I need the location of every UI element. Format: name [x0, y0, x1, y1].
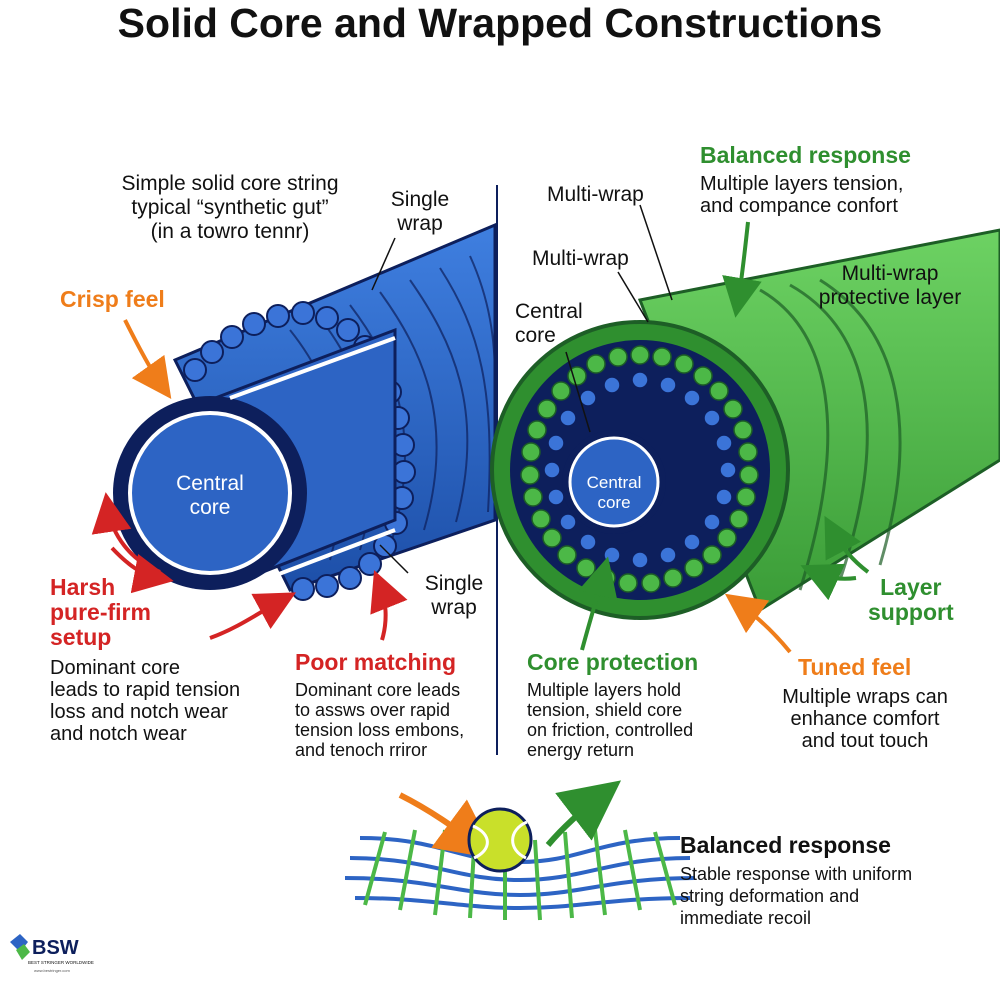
wrap-stripes [289, 255, 496, 561]
balanced-response-description: Multiple layers tension, and compance co… [700, 173, 904, 217]
bsw-logo-mark: BSW BEST STRINGER WORLDWIDE www.bestring… [10, 934, 94, 973]
layer-support-arrow-up [824, 515, 870, 574]
poor-matching-arrow [370, 570, 408, 641]
poor-matching-description: Dominant core leads to assws over rapid … [295, 680, 465, 760]
bsw-logo: BSW BEST STRINGER WORLDWIDE www.bestring… [6, 930, 96, 990]
outgoing-ball-arrow [545, 780, 622, 847]
harsh-setup-heading: Harsh pure-firm setup [50, 574, 151, 650]
page-title: Solid Core and Wrapped Constructions [117, 0, 883, 46]
layer-support-heading: Layer support [868, 574, 954, 625]
core-protection-arrow [578, 556, 618, 651]
tuned-feel-description: Multiple wraps can enhance comfort and t… [782, 686, 948, 752]
solid-core-intro: Simple solid core string typical “synthe… [121, 172, 339, 243]
central-core-label: Central core [176, 472, 244, 519]
poor-matching-heading: Poor matching [295, 649, 457, 675]
crisp-feel-arrow [123, 319, 172, 400]
harsh-setup-description: Dominant core leads to rapid tension los… [50, 657, 241, 745]
leader-lines [371, 204, 673, 574]
logo-url: www.bestringer.com [34, 968, 70, 973]
logo-text: BSW [32, 937, 79, 959]
core-protection-description: Multiple layers hold tension, shield cor… [527, 680, 694, 760]
harsh-arrow-lower [209, 592, 297, 640]
bottom-balanced-description: Stable response with uniform string defo… [680, 864, 913, 928]
multi-wrap-string [490, 228, 1000, 620]
multi-wrap-label-2: Multi-wrap [532, 247, 629, 270]
inner-central-core-label: Central core [586, 473, 642, 512]
solid-core-string [113, 222, 497, 601]
tuned-feel-arrow [724, 593, 792, 654]
balanced-response-heading: Balanced response [700, 142, 911, 168]
layer-support-arrow-left [800, 563, 857, 601]
string-bed [344, 829, 696, 921]
inner-core-face [568, 436, 660, 528]
multi-wrap-label-1: Multi-wrap [547, 183, 644, 206]
callout-arrows [91, 221, 870, 654]
core-protection-heading: Core protection [527, 649, 699, 675]
crisp-feel-heading: Crisp feel [60, 286, 165, 312]
tuned-feel-heading: Tuned feel [798, 654, 912, 680]
balanced-response-arrow [722, 221, 762, 318]
tennis-ball [467, 807, 533, 873]
protective-layer-label: Multi-wrap protective layer [818, 262, 962, 309]
bottom-balanced-heading: Balanced response [680, 832, 891, 858]
harsh-arrow-right [110, 546, 174, 594]
logo-tagline: BEST STRINGER WORLDWIDE [28, 960, 94, 965]
right-central-core-label: Central core [515, 300, 583, 347]
single-wrap-bottom-label: Single wrap [424, 572, 484, 619]
single-wrap-top-label: Single wrap [390, 188, 450, 235]
